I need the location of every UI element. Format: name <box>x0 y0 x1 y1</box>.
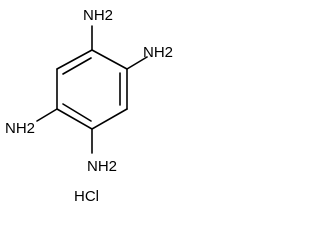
ring-bond-bottom-left <box>56 108 93 130</box>
amine-top-label: NH2 <box>83 7 113 24</box>
ring-bond-top-left <box>56 49 93 70</box>
chemical-structure: NH2 NH2 NH2 NH2 HCl <box>5 7 173 205</box>
amine-labels: NH2 NH2 NH2 NH2 <box>5 7 173 175</box>
substituent-bonds <box>36 25 148 154</box>
amine-right-label: NH2 <box>143 44 173 61</box>
double-bond-top-left <box>62 57 92 75</box>
hydrochloride-label: HCl <box>74 188 99 205</box>
ring-bond-top-right <box>91 49 128 70</box>
benzene-ring <box>56 49 128 130</box>
bond-to-right-amine <box>126 56 148 70</box>
ring-bond-bottom-right <box>91 108 128 130</box>
double-bond-bottom-left <box>62 103 92 122</box>
amine-bottom-label: NH2 <box>87 158 117 175</box>
amine-left-label: NH2 <box>5 120 35 137</box>
bond-to-left-amine <box>36 108 58 122</box>
